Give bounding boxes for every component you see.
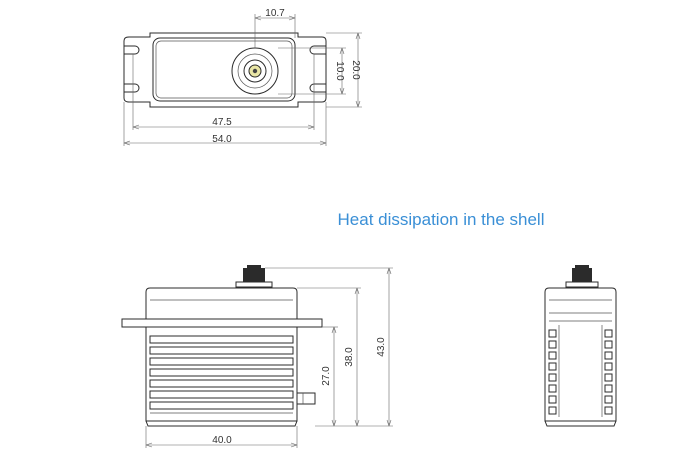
dim-mount-spacing: 47.5 [212, 117, 232, 128]
top-view-flange-outline [123, 32, 327, 108]
end-view-output-spline [572, 268, 592, 282]
side-view-top-housing [145, 287, 298, 319]
dim-width: 40.0 [212, 435, 232, 446]
dim-body-height: 38.0 [344, 347, 355, 367]
end-view [544, 265, 617, 427]
top-view-body-outline [152, 37, 296, 102]
dim-length: 54.0 [212, 134, 232, 145]
side-view-cable-exit [296, 392, 316, 405]
top-view-right-slot-bottom [309, 83, 326, 93]
end-view-cooling-fins [548, 329, 613, 415]
end-view-housing [544, 287, 617, 422]
dim-shaft-height: 10.0 [334, 61, 345, 81]
side-view-mounting-flange [121, 318, 323, 328]
side-view-cooling-fins [149, 335, 294, 410]
dim-shaft-offset: 10.7 [265, 8, 285, 19]
top-view-left-slot-top [124, 45, 140, 55]
heat-dissipation-caption: Heat dissipation in the shell [338, 210, 545, 229]
side-view-output-spline [243, 268, 265, 282]
side-view-lower-housing [145, 327, 298, 422]
top-view-left-slot-bottom [124, 83, 140, 93]
dim-total-height: 43.0 [376, 337, 387, 357]
top-view-right-slot-top [309, 45, 326, 55]
dim-height: 20.0 [350, 60, 361, 80]
dim-flange-height: 27.0 [321, 366, 332, 386]
side-view: 40.0 27.0 38.0 43.0 [121, 265, 393, 448]
top-view: 10.7 10.0 20.0 47.5 54.0 [123, 8, 362, 146]
